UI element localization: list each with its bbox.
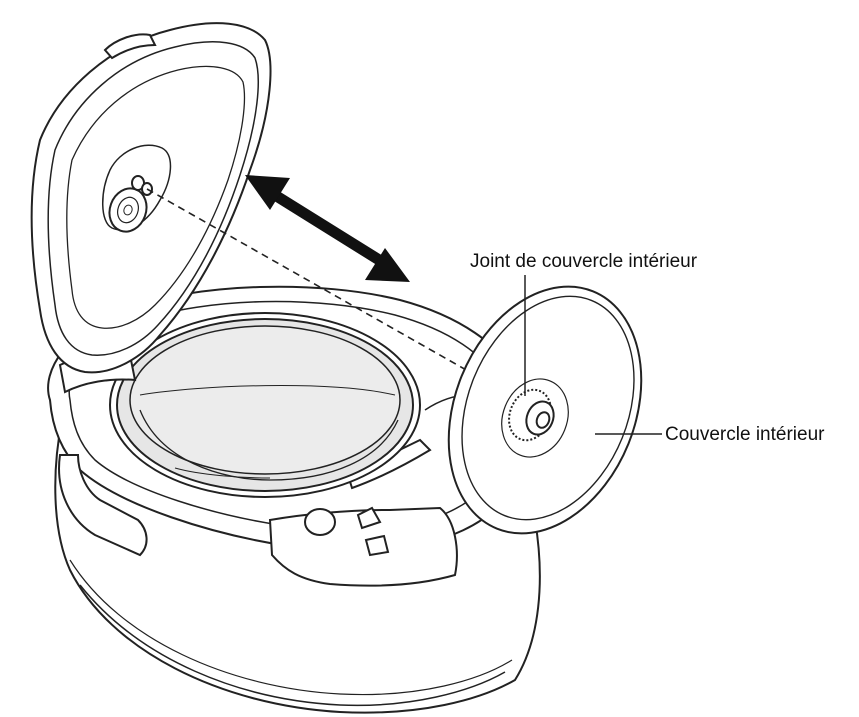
double-arrow	[245, 175, 410, 282]
control-button-triangle-upper	[356, 506, 382, 530]
inner-lid	[447, 285, 643, 535]
control-button-round	[304, 508, 336, 536]
label-inner-lid: Couvercle intérieur	[665, 424, 825, 445]
control-button-triangle-lower	[364, 534, 390, 557]
inner-pot	[109, 312, 421, 498]
label-inner-lid-gasket: Joint de couvercle intérieur	[470, 251, 698, 272]
outer-lid	[30, 22, 272, 394]
